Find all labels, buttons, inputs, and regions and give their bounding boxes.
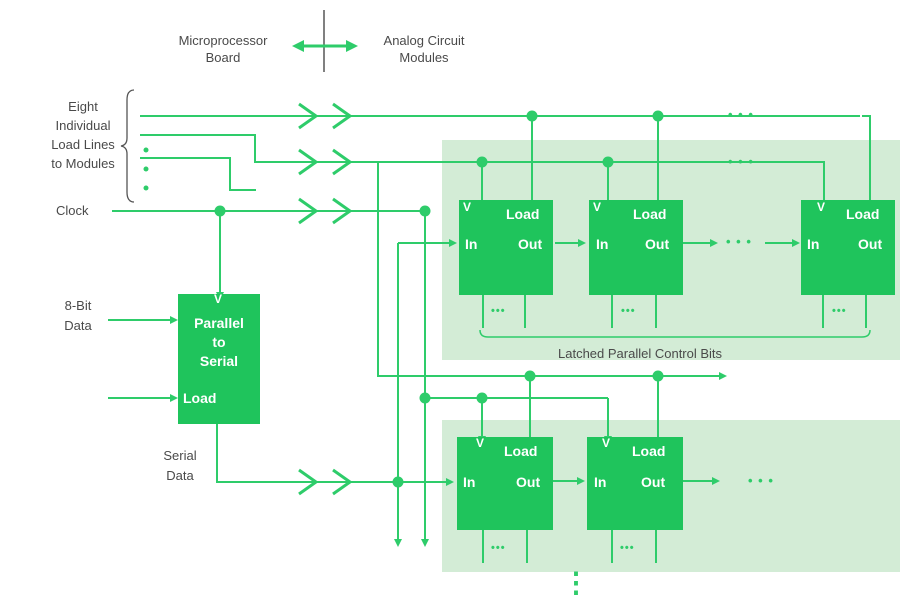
register-bottom-2 <box>587 437 683 530</box>
connector-serial-icon <box>298 468 353 496</box>
connector-clock-icon <box>298 197 353 225</box>
reg-b2-load: Load <box>632 443 666 459</box>
reg-t2-in: In <box>596 236 609 252</box>
clock-bus-continuation: • • • <box>728 154 754 169</box>
reg-b2-out: Out <box>641 474 666 490</box>
connector-load-1-icon <box>298 102 353 130</box>
converter-title-2: to <box>212 334 226 350</box>
converter-load-label: Load <box>183 390 217 406</box>
reg-b2-in: In <box>594 474 607 490</box>
reg-t1-out: Out <box>518 236 543 252</box>
register-bottom-1 <box>457 437 553 530</box>
boundary-double-arrow-icon <box>292 40 358 52</box>
reg-b1-clock: V <box>476 436 485 450</box>
clock-label: Clock <box>56 203 89 218</box>
converter-clock-mark: V <box>214 292 223 306</box>
reg-b2-clock: V <box>602 436 611 450</box>
reg-b1-in: In <box>463 474 476 490</box>
top-clock-3 <box>820 161 828 208</box>
converter-title-1: Parallel <box>194 315 244 331</box>
connector-load-2-icon <box>298 148 353 176</box>
more-modules-icon: ⋮ <box>562 567 590 598</box>
load-lines-dots <box>143 147 149 191</box>
load-line-1-continuation: • • • <box>728 107 754 122</box>
reg-t2-parallel: ••• <box>621 305 636 317</box>
register-top-2 <box>589 200 683 295</box>
converter-block <box>178 294 260 424</box>
reg-t1-in: In <box>465 236 478 252</box>
serial-line <box>216 422 454 486</box>
boundary-right-label: Analog Circuit Modules <box>383 33 465 65</box>
reg-b2-parallel: ••• <box>620 542 635 554</box>
top-chain-continuation: • • • <box>726 234 752 249</box>
converter-title-3: Serial <box>199 353 239 369</box>
bottom-chain-continuation: • • • <box>748 473 774 488</box>
load-line-3b <box>350 161 727 380</box>
boundary-left-label: Microprocessor Board <box>178 33 268 65</box>
register-top-3 <box>801 200 895 295</box>
reg-b1-out: Out <box>516 474 541 490</box>
load-lines-label: Eight Individual Load Lines to Modules <box>51 99 115 171</box>
latched-bracket <box>479 329 871 338</box>
junction-dots <box>214 110 664 488</box>
load-line-3 <box>140 157 256 191</box>
reg-t3-out: Out <box>858 236 883 252</box>
reg-t2-out: Out <box>645 236 670 252</box>
latched-bits-label: Latched Parallel Control Bits <box>558 346 723 361</box>
serial-data-label: Serial Data <box>163 448 197 483</box>
reg-t1-clock: V <box>463 200 472 214</box>
reg-t3-parallel: ••• <box>832 305 847 317</box>
data-8bit-label: 8-Bit Data <box>64 298 92 333</box>
reg-b1-load: Load <box>504 443 538 459</box>
reg-t1-load: Load <box>506 206 540 222</box>
load-lines-brace <box>120 89 135 203</box>
reg-t3-load: Load <box>846 206 880 222</box>
reg-t2-clock: V <box>593 200 602 214</box>
register-top-1 <box>459 200 553 295</box>
reg-t2-load: Load <box>633 206 667 222</box>
reg-t3-clock: V <box>817 200 826 214</box>
reg-b1-parallel: ••• <box>491 542 506 554</box>
reg-t3-in: In <box>807 236 820 252</box>
reg-t1-parallel: ••• <box>491 305 506 317</box>
top-load-3 <box>862 115 871 205</box>
